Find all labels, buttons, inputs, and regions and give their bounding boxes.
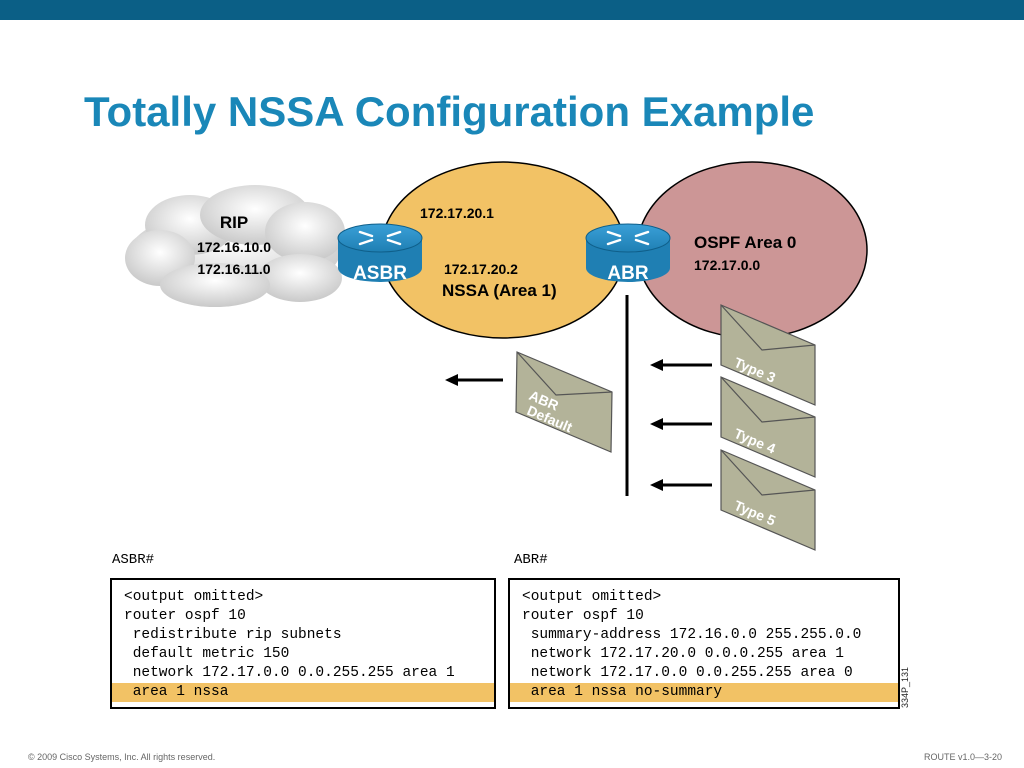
abr-config-box: <output omitted> router ospf 10 summary-…	[508, 578, 900, 709]
type4-envelope-icon	[720, 376, 816, 478]
rip-network-1: 172.16.10.0	[197, 239, 271, 255]
abr-config-line: summary-address 172.16.0.0 255.255.0.0	[522, 627, 862, 643]
abr-config-line: network 172.17.0.0 0.0.255.255 area 0	[522, 665, 853, 681]
asbr-prompt: ASBR#	[112, 552, 155, 568]
figure-code: 334P_131	[900, 666, 910, 708]
abr-config-line: network 172.17.20.0 0.0.0.255 area 1	[522, 646, 844, 662]
asbr-config-line: network 172.17.0.0 0.0.255.255 area 1	[124, 665, 455, 681]
rip-network-2: 172.16.11.0	[197, 261, 270, 277]
page-title: Totally NSSA Configuration Example	[84, 88, 815, 135]
type3-envelope-icon	[720, 304, 816, 406]
abr-router-icon	[585, 223, 671, 282]
footer-copyright: © 2009 Cisco Systems, Inc. All rights re…	[28, 752, 216, 762]
abr-prompt: ABR#	[514, 552, 548, 568]
nssa-area-label: NSSA (Area 1)	[442, 281, 557, 300]
abr-config-line: <output omitted>	[522, 589, 662, 605]
asbr-config-line: default metric 150	[124, 646, 290, 662]
asbr-router-icon	[337, 223, 423, 282]
arrow-left-icon	[650, 359, 712, 371]
top-bar	[0, 0, 1024, 20]
arrow-left-icon	[650, 418, 712, 430]
area0-network: 172.17.0.0	[694, 257, 760, 273]
type5-envelope-icon	[720, 449, 816, 551]
abr-label: ABR	[607, 263, 648, 284]
nssa-ip-top: 172.17.20.1	[420, 205, 494, 221]
rip-cloud	[125, 185, 345, 307]
footer-course: ROUTE v1.0—3-20	[923, 752, 1002, 762]
arrow-left-icon	[650, 479, 712, 491]
asbr-config-line: <output omitted>	[124, 589, 264, 605]
rip-label: RIP	[220, 213, 248, 232]
asbr-config-box: <output omitted> router ospf 10 redistri…	[110, 578, 496, 709]
asbr-config-line-highlighted: area 1 nssa	[112, 683, 494, 702]
area0-label: OSPF Area 0	[694, 233, 796, 252]
nssa-ip-bottom: 172.17.20.2	[444, 261, 518, 277]
abr-config-line-highlighted: area 1 nssa no-summary	[510, 683, 898, 702]
asbr-label: ASBR	[353, 263, 407, 284]
abr-default-envelope-icon	[515, 351, 613, 453]
asbr-config-line: redistribute rip subnets	[124, 627, 342, 643]
abr-config-line: router ospf 10	[522, 608, 644, 624]
asbr-config-line: router ospf 10	[124, 608, 246, 624]
arrow-left-icon	[445, 374, 503, 386]
